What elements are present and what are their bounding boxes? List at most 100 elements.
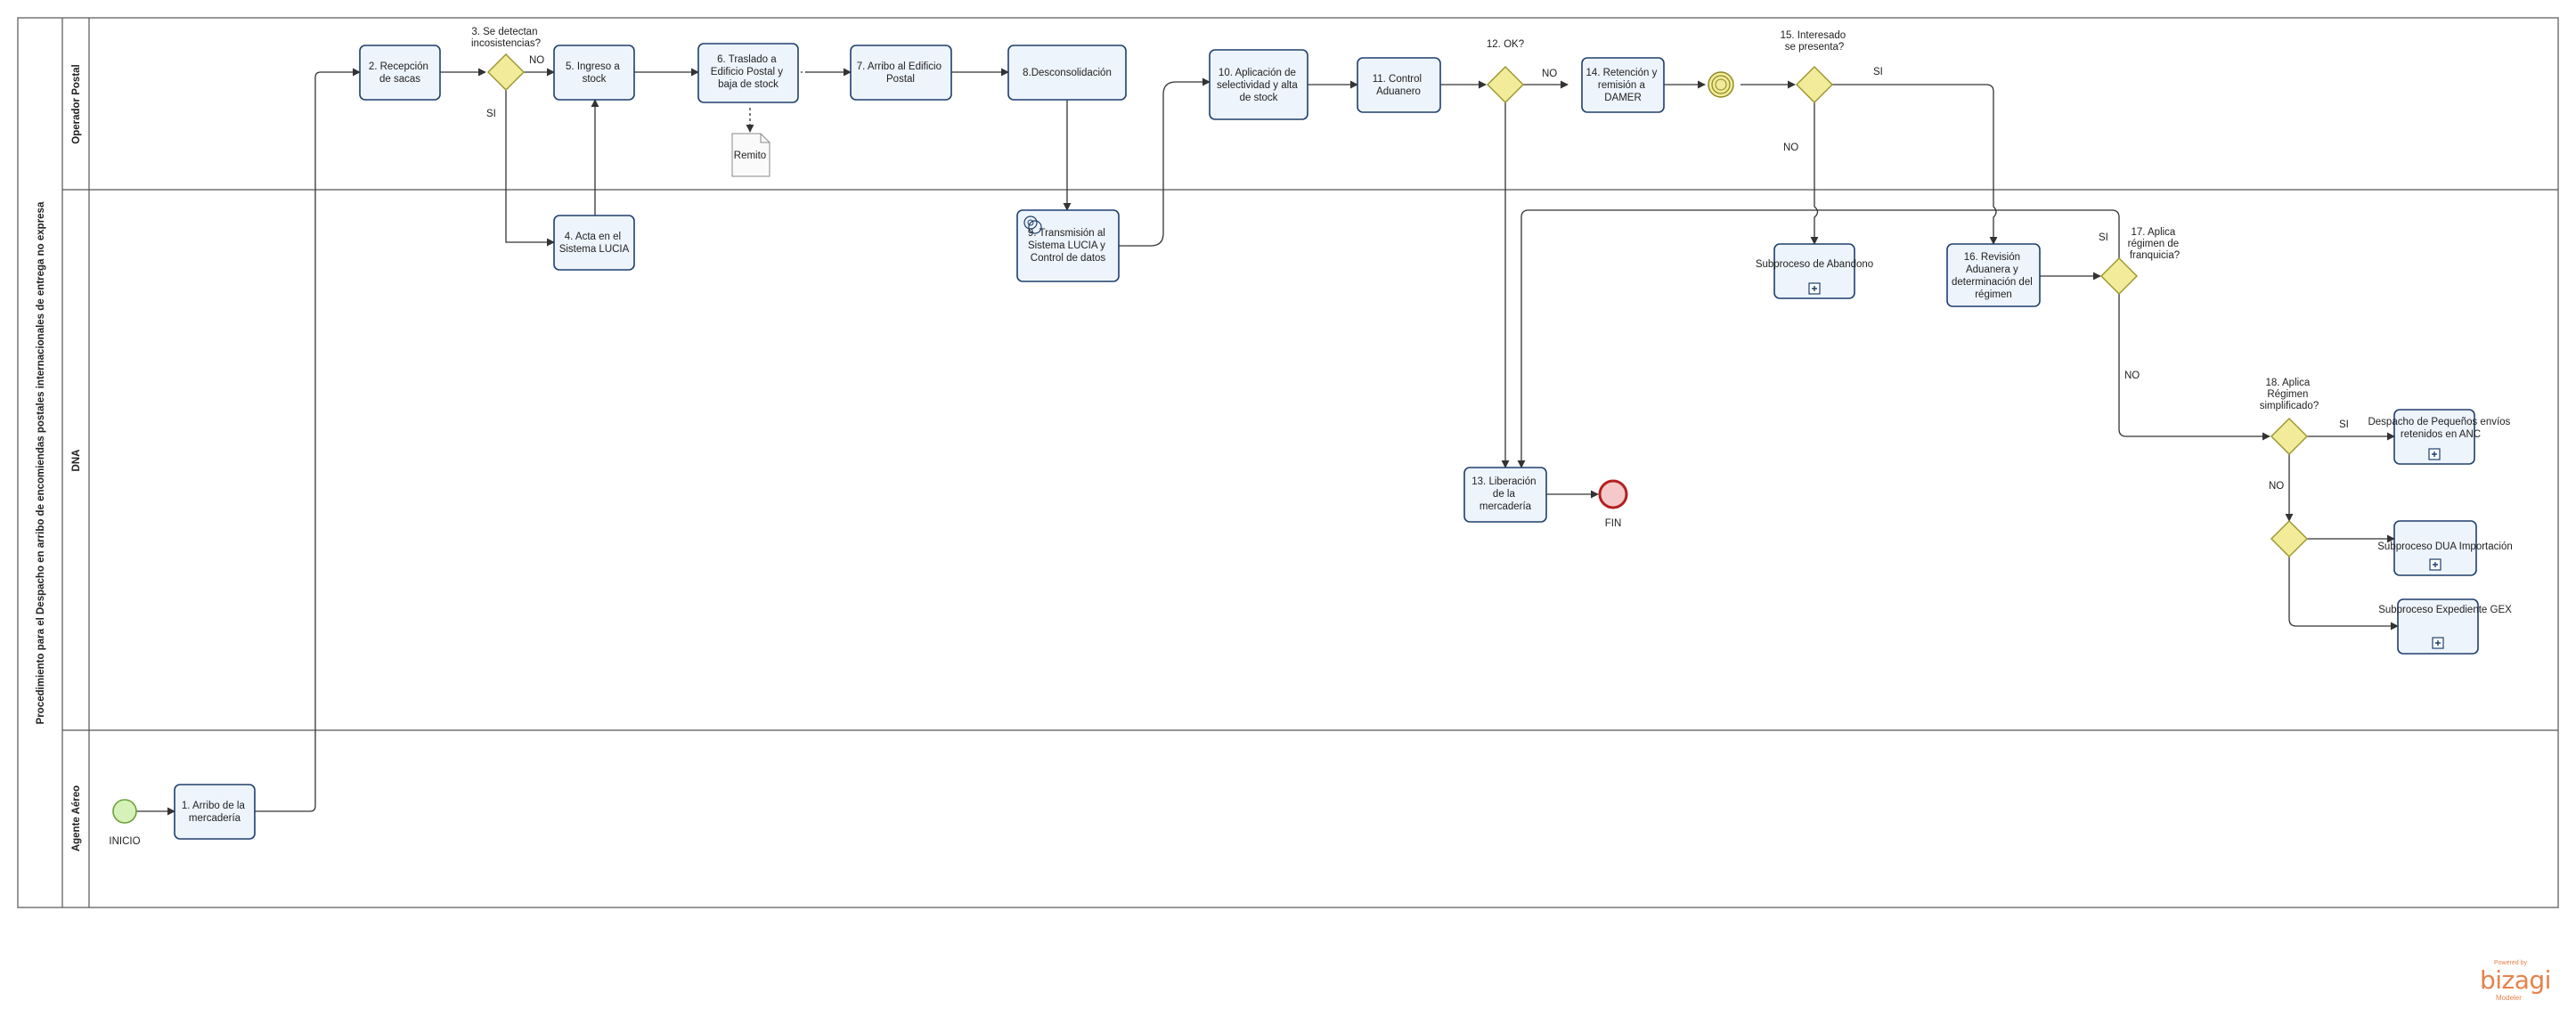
task-1-arribo-mercaderia[interactable]: 1. Arribo de la mercadería (174, 784, 256, 840)
task-8-line-1: 8.Desconsolidación (1023, 68, 1112, 78)
flow-label-g12-no: NO (1542, 69, 1557, 79)
flow-label-g3-si: SI (486, 109, 496, 119)
expand-icon (2432, 637, 2444, 649)
flow-label-g3-no: NO (529, 55, 544, 66)
pool: Procedimiento para el Despacho en arribo… (17, 17, 2559, 908)
pool-title: Procedimiento para el Despacho en arribo… (36, 201, 46, 724)
gateway-3-line-2: incosistencias? (471, 38, 541, 49)
logo-product-text: Modeler (2496, 994, 2522, 1002)
gateway-18-line-2: Régimen (2267, 389, 2308, 400)
svg-text:13. Liberación de la: 13. Liberación de la mercadería (1471, 476, 1538, 512)
service-gear-icon (1023, 216, 1042, 234)
task-16-line-1: 16. Revisión (1964, 252, 2020, 263)
data-object-remito[interactable]: Remito (731, 133, 770, 177)
flow-label-g18-si: SI (2339, 419, 2349, 430)
task-2-recepcion-sacas[interactable]: 2. Recepción de sacas (359, 45, 441, 101)
gateway-18-simplificado[interactable]: 18. Aplica Régimen simplificado? (2260, 378, 2319, 455)
flow-label-g17-no: NO (2124, 370, 2140, 381)
svg-text:6. Traslado a Edificio P: 6. Traslado a Edificio Postal y baja de … (711, 54, 786, 90)
logo-powered-text: Powered by (2494, 960, 2527, 966)
task-2-line-1: 2. Recepción (369, 61, 428, 72)
task-14-retencion-damer[interactable]: 14. Retención y remisión a DAMER (1581, 57, 1665, 113)
task-1-line-2: mercadería (189, 813, 241, 824)
svg-text:2. Recepción de sacas: 2. Recepción de sacas (369, 61, 431, 85)
task-2-line-2: de sacas (379, 74, 420, 85)
subprocess-abandono-label: Subproceso de Abandono (1756, 259, 1873, 270)
lane-agente-aereo: Agente Aéreo (71, 785, 82, 851)
gateway-18-line-1: 18. Aplica (2265, 378, 2310, 388)
data-object-remito-label: Remito (734, 151, 766, 161)
svg-text:Despacho de Pequeños envíos: Despacho de Pequeños envíos retenidos en… (2368, 417, 2513, 440)
task-9-line-2: Sistema LUCIA y (1028, 240, 1105, 251)
task-6-line-3: baja de stock (718, 79, 779, 90)
subprocess-dua-importacion[interactable]: Subproceso DUA Importación (2377, 520, 2513, 576)
svg-text:10. Aplicación de select: 10. Aplicación de selectividad y alta de… (1217, 68, 1300, 103)
task-10-selectividad[interactable]: 10. Aplicación de selectividad y alta de… (1209, 49, 1308, 120)
task-7-arribo-edificio[interactable]: 7. Arribo al Edificio Postal (850, 45, 952, 101)
subprocess-abandono[interactable]: Subproceso de Abandono (1756, 243, 1873, 299)
subprocess-gex-label: Subproceso Expediente GEX (2378, 605, 2512, 615)
svg-text:4. Acta en el Sistema LU: 4. Acta en el Sistema LUCIA (559, 232, 630, 255)
task-7-line-2: Postal (886, 74, 915, 85)
task-5-line-2: stock (583, 74, 607, 85)
end-event: FIN (1598, 479, 1628, 529)
task-13-line-3: mercadería (1480, 501, 1532, 512)
logo-brand-text: bizagi (2480, 965, 2551, 995)
subprocess-expediente-gex[interactable]: Subproceso Expediente GEX (2378, 598, 2512, 655)
gateway-17-line-3: franquicia? (2130, 250, 2180, 261)
gateway-3-line-1: 3. Se detectan (471, 27, 537, 37)
svg-text:3. Se detectan incosiste: 3. Se detectan incosistencias? (471, 27, 541, 49)
end-event-label: FIN (1605, 518, 1622, 529)
svg-text:5. Ingreso a stock: 5. Ingreso a stock (566, 61, 623, 85)
svg-text:7. Arribo al Edificio Po: 7. Arribo al Edificio Postal (857, 61, 944, 85)
task-9-line-1: 9. Transmisión al (1028, 228, 1105, 239)
task-1-line-1: 1. Arribo de la (182, 801, 246, 811)
gateway-15-line-2: se presenta? (1785, 42, 1845, 53)
task-5-ingreso-stock[interactable]: 5. Ingreso a stock (553, 45, 635, 101)
svg-text:17. Aplica régimen de: 17. Aplica régimen de franquicia? (2128, 227, 2182, 261)
task-14-line-2: remisión a (1598, 80, 1646, 91)
gateway-12-ok[interactable]: 12. OK? (1487, 39, 1524, 103)
gateway-17-franquicia[interactable]: 17. Aplica régimen de franquicia? (2100, 227, 2182, 295)
expand-icon (1808, 282, 1821, 295)
gateway-15-interesado[interactable]: 15. Interesado se presenta? (1781, 30, 1849, 103)
task-6-line-1: 6. Traslado a (717, 54, 777, 65)
expand-icon (2429, 558, 2441, 571)
task-11-line-1: 11. Control (1373, 74, 1422, 85)
task-4-acta-lucia[interactable]: 4. Acta en el Sistema LUCIA (553, 215, 635, 271)
lane-operador-postal: Operador Postal (71, 64, 82, 143)
task-11-control-aduanero[interactable]: 11. Control Aduanero (1357, 57, 1441, 113)
task-16-line-3: determinación del (1952, 277, 2033, 288)
flow-label-g17-si: SI (2099, 232, 2108, 243)
task-13-liberacion[interactable]: 13. Liberación de la mercadería (1463, 467, 1547, 523)
svg-text:16. Revisión Aduanera y: 16. Revisión Aduanera y determinación de… (1952, 252, 2035, 300)
start-event: INICIO (109, 799, 141, 847)
gateway-dua-gex[interactable] (2270, 520, 2308, 557)
subprocess-pequenos-line-1: Despacho de Pequeños envíos (2368, 417, 2510, 427)
task-5-line-1: 5. Ingreso a (566, 61, 620, 72)
flow-label-g15-si: SI (1873, 67, 1883, 77)
svg-text:15. Interesado se presen: 15. Interesado se presenta? (1781, 30, 1849, 53)
task-13-line-2: de la (1493, 489, 1516, 500)
flow-labels: NO SI NO SI NO SI NO SI NO (486, 55, 2349, 492)
gateway-3-inconsistencias[interactable]: 3. Se detectan incosistencias? (471, 27, 541, 91)
task-10-line-1: 10. Aplicación de (1219, 68, 1296, 78)
task-7-line-1: 7. Arribo al Edificio (857, 61, 942, 72)
task-8-desconsolidacion[interactable]: 8.Desconsolidación (1007, 45, 1127, 101)
task-14-line-1: 14. Retención y (1586, 68, 1657, 78)
task-9-transmision-lucia[interactable]: 9. Transmisión al Sistema LUCIA y Contro… (1016, 209, 1120, 282)
task-4-line-2: Sistema LUCIA (559, 244, 630, 255)
gateway-12-label: 12. OK? (1487, 39, 1524, 50)
task-16-line-4: régimen (1975, 289, 2012, 300)
subprocess-pequenos-envios[interactable]: Despacho de Pequeños envíos retenidos en… (2368, 409, 2513, 465)
task-6-traslado-edificio[interactable]: 6. Traslado a Edificio Postal y baja de … (697, 43, 799, 103)
flow-label-g15-no: NO (1783, 142, 1798, 153)
expand-icon (2428, 448, 2441, 460)
task-13-line-1: 13. Liberación (1471, 476, 1536, 487)
start-event-label: INICIO (109, 836, 140, 847)
lane-dna: DNA (71, 450, 82, 472)
gateway-17-line-1: 17. Aplica (2131, 227, 2175, 238)
subprocess-dua-label: Subproceso DUA Importación (2377, 541, 2513, 552)
task-16-revision-aduanera[interactable]: 16. Revisión Aduanera y determinación de… (1946, 243, 2041, 307)
